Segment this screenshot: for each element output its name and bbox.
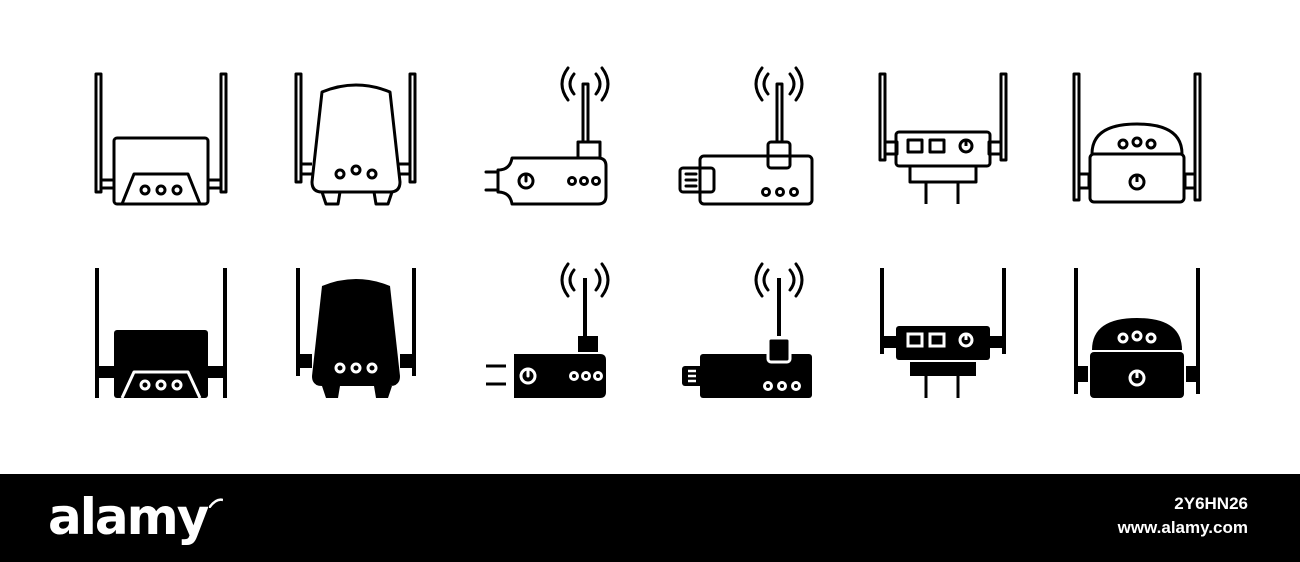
mesh-router-filled-icon <box>282 258 432 408</box>
usb-modem-outline-icon <box>672 64 822 214</box>
logo-text: alamy <box>48 488 209 546</box>
alamy-logo: alamy <box>48 488 224 546</box>
wall-plug-extender-outline-icon <box>868 64 1018 214</box>
site-url: www.alamy.com <box>1117 518 1248 537</box>
plug-extender-filled-icon <box>478 258 628 408</box>
router-outline-icon <box>86 64 236 214</box>
router-filled-icon <box>86 258 236 408</box>
wall-plug-extender-filled-icon <box>868 258 1018 408</box>
mesh-router-outline-icon <box>282 64 432 214</box>
logo-mark-icon <box>209 498 224 508</box>
plug-extender-outline-icon <box>478 64 628 214</box>
dome-extender-outline-icon <box>1062 64 1212 214</box>
image-id: 2Y6HN26 <box>1174 494 1248 513</box>
watermark-footer: alamy 2Y6HN26 www.alamy.com <box>0 474 1300 562</box>
icon-canvas <box>86 64 1212 408</box>
usb-modem-filled-icon <box>672 258 822 408</box>
dome-extender-filled-icon <box>1062 258 1212 408</box>
